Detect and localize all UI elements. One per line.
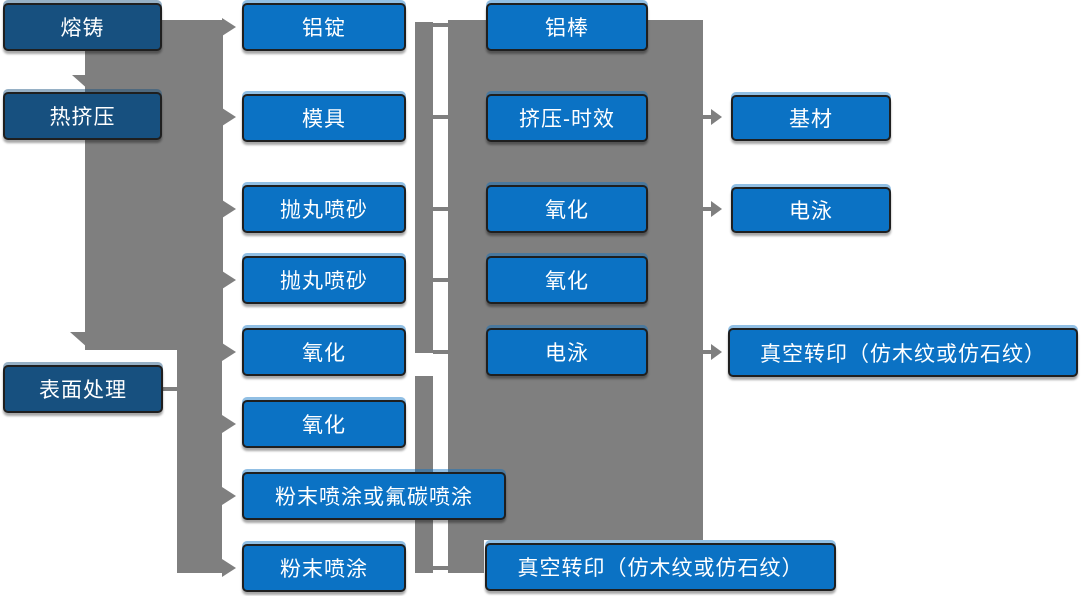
- node-powder-or-fluorocarbon: 粉末喷涂或氟碳喷涂: [242, 472, 506, 520]
- node-oxidation-3: 氧化: [486, 185, 648, 233]
- tie-line-row4: [433, 278, 448, 282]
- connector-left-block: [85, 20, 223, 350]
- node-hot-extrusion: 热挤压: [3, 92, 162, 140]
- node-base-material: 基材: [731, 95, 891, 141]
- tie-line-row1: [433, 23, 448, 27]
- node-vacuum-transfer-2: 真空转印（仿木纹或仿石纹）: [728, 328, 1078, 377]
- node-surface-treatment: 表面处理: [3, 365, 163, 413]
- node-extrusion-aging: 挤压-时效: [486, 94, 648, 142]
- arrow-to-shot-blasting-2-icon: [222, 271, 236, 289]
- connector-left-lower-bar: [177, 348, 222, 573]
- connector-center-block-stub: [448, 540, 484, 573]
- node-electrophoresis-2: 电泳: [731, 187, 891, 233]
- arrow-tail-electrophoresis-2: [703, 207, 712, 211]
- arrow-to-powder-or-fluorocarbon-icon: [222, 487, 236, 505]
- tie-line-row5: [433, 350, 448, 354]
- tie-line-row3: [433, 207, 448, 211]
- arrow-to-powder-coating-icon: [222, 559, 236, 577]
- node-oxidation-4: 氧化: [486, 256, 648, 304]
- arrow-down-to-surface-treatment-icon: [70, 332, 106, 348]
- node-oxidation-2: 氧化: [242, 400, 406, 448]
- node-mold: 模具: [242, 94, 406, 142]
- arrow-to-aluminum-ingot-icon: [222, 18, 236, 36]
- arrow-to-shot-blasting-1-icon: [222, 200, 236, 218]
- node-melting: 熔铸: [3, 3, 162, 51]
- arrow-to-oxidation-1-icon: [222, 343, 236, 361]
- arrow-to-vacuum-transfer-2-icon: [711, 344, 722, 360]
- arrow-tail-base-material: [703, 115, 712, 119]
- tie-line-row2: [433, 115, 448, 119]
- arrow-to-base-material-icon: [711, 109, 722, 125]
- node-shot-blasting-1: 抛丸喷砂: [242, 185, 406, 233]
- arrow-to-oxidation-2-icon: [222, 415, 236, 433]
- node-vacuum-transfer-1: 真空转印（仿木纹或仿石纹）: [485, 543, 836, 591]
- arrow-tail-vacuum-transfer-2: [703, 350, 712, 354]
- tie-line-surface-treatment: [163, 387, 177, 391]
- node-shot-blasting-2: 抛丸喷砂: [242, 256, 406, 304]
- node-aluminum-rod: 铝棒: [486, 3, 648, 51]
- node-electrophoresis-1: 电泳: [486, 328, 648, 376]
- arrow-to-mold-icon: [222, 108, 236, 126]
- node-aluminum-ingot: 铝锭: [242, 3, 406, 51]
- node-oxidation-1: 氧化: [242, 328, 406, 376]
- connector-mid-bar-upper: [415, 22, 433, 353]
- tie-line-row8: [433, 566, 448, 570]
- arrow-to-electrophoresis-2-icon: [711, 201, 722, 217]
- node-powder-coating: 粉末喷涂: [242, 544, 406, 592]
- arrow-down-melting-to-hot-extrusion-icon: [72, 75, 108, 91]
